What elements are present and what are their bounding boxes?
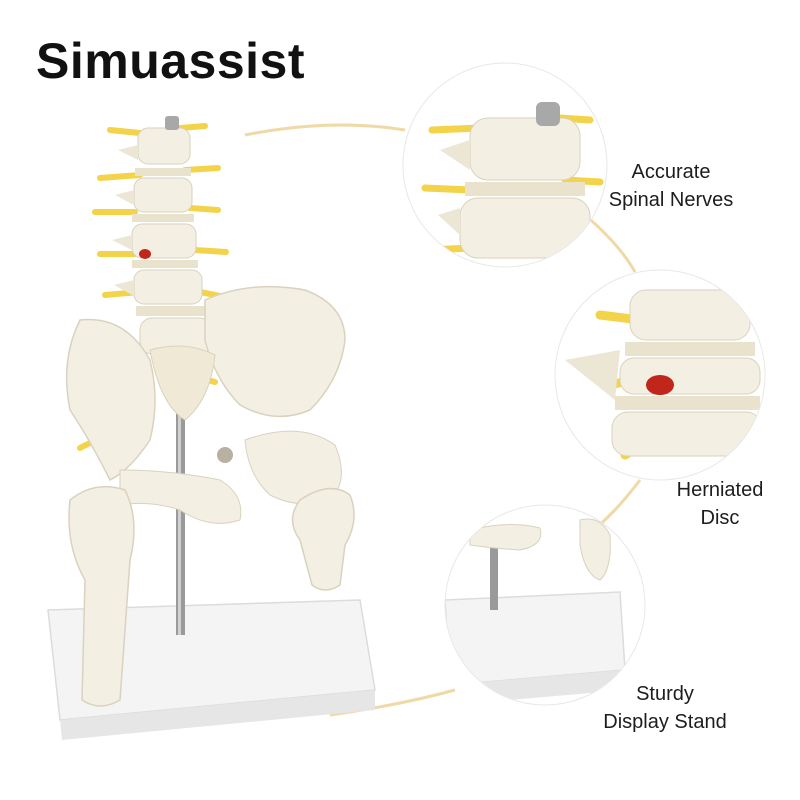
hernia-closeup-marker	[646, 375, 674, 395]
herniated-disc-closeup-icon	[554, 269, 766, 481]
femurs	[68, 485, 355, 707]
callout-line1: Accurate	[631, 161, 711, 183]
callout-line1: Sturdy	[636, 683, 694, 705]
callout-line2: Spinal Nerves	[608, 189, 734, 211]
callout-line1: Herniated	[676, 479, 764, 501]
spine-pelvis-model	[47, 116, 376, 740]
pelvis	[65, 285, 346, 524]
callout-label-spinal-nerves: Accurate Spinal Nerves	[596, 158, 746, 214]
callout-label-display-stand: Sturdy Display Stand	[590, 680, 740, 736]
callout-label-herniated-disc: Herniated Disc	[660, 476, 780, 532]
callout-line2: Disc	[700, 507, 740, 529]
display-base	[47, 599, 376, 740]
spinal-nerves-closeup-icon	[402, 62, 608, 268]
hernia-marker	[139, 249, 151, 259]
lumbar-vertebrae	[112, 116, 213, 355]
display-stand-closeup-icon	[444, 504, 646, 706]
arc-right	[584, 213, 637, 273]
callout-line2: Display Stand	[603, 711, 727, 733]
brand-logo: Simuassist	[36, 33, 306, 89]
arc-top	[244, 123, 406, 137]
